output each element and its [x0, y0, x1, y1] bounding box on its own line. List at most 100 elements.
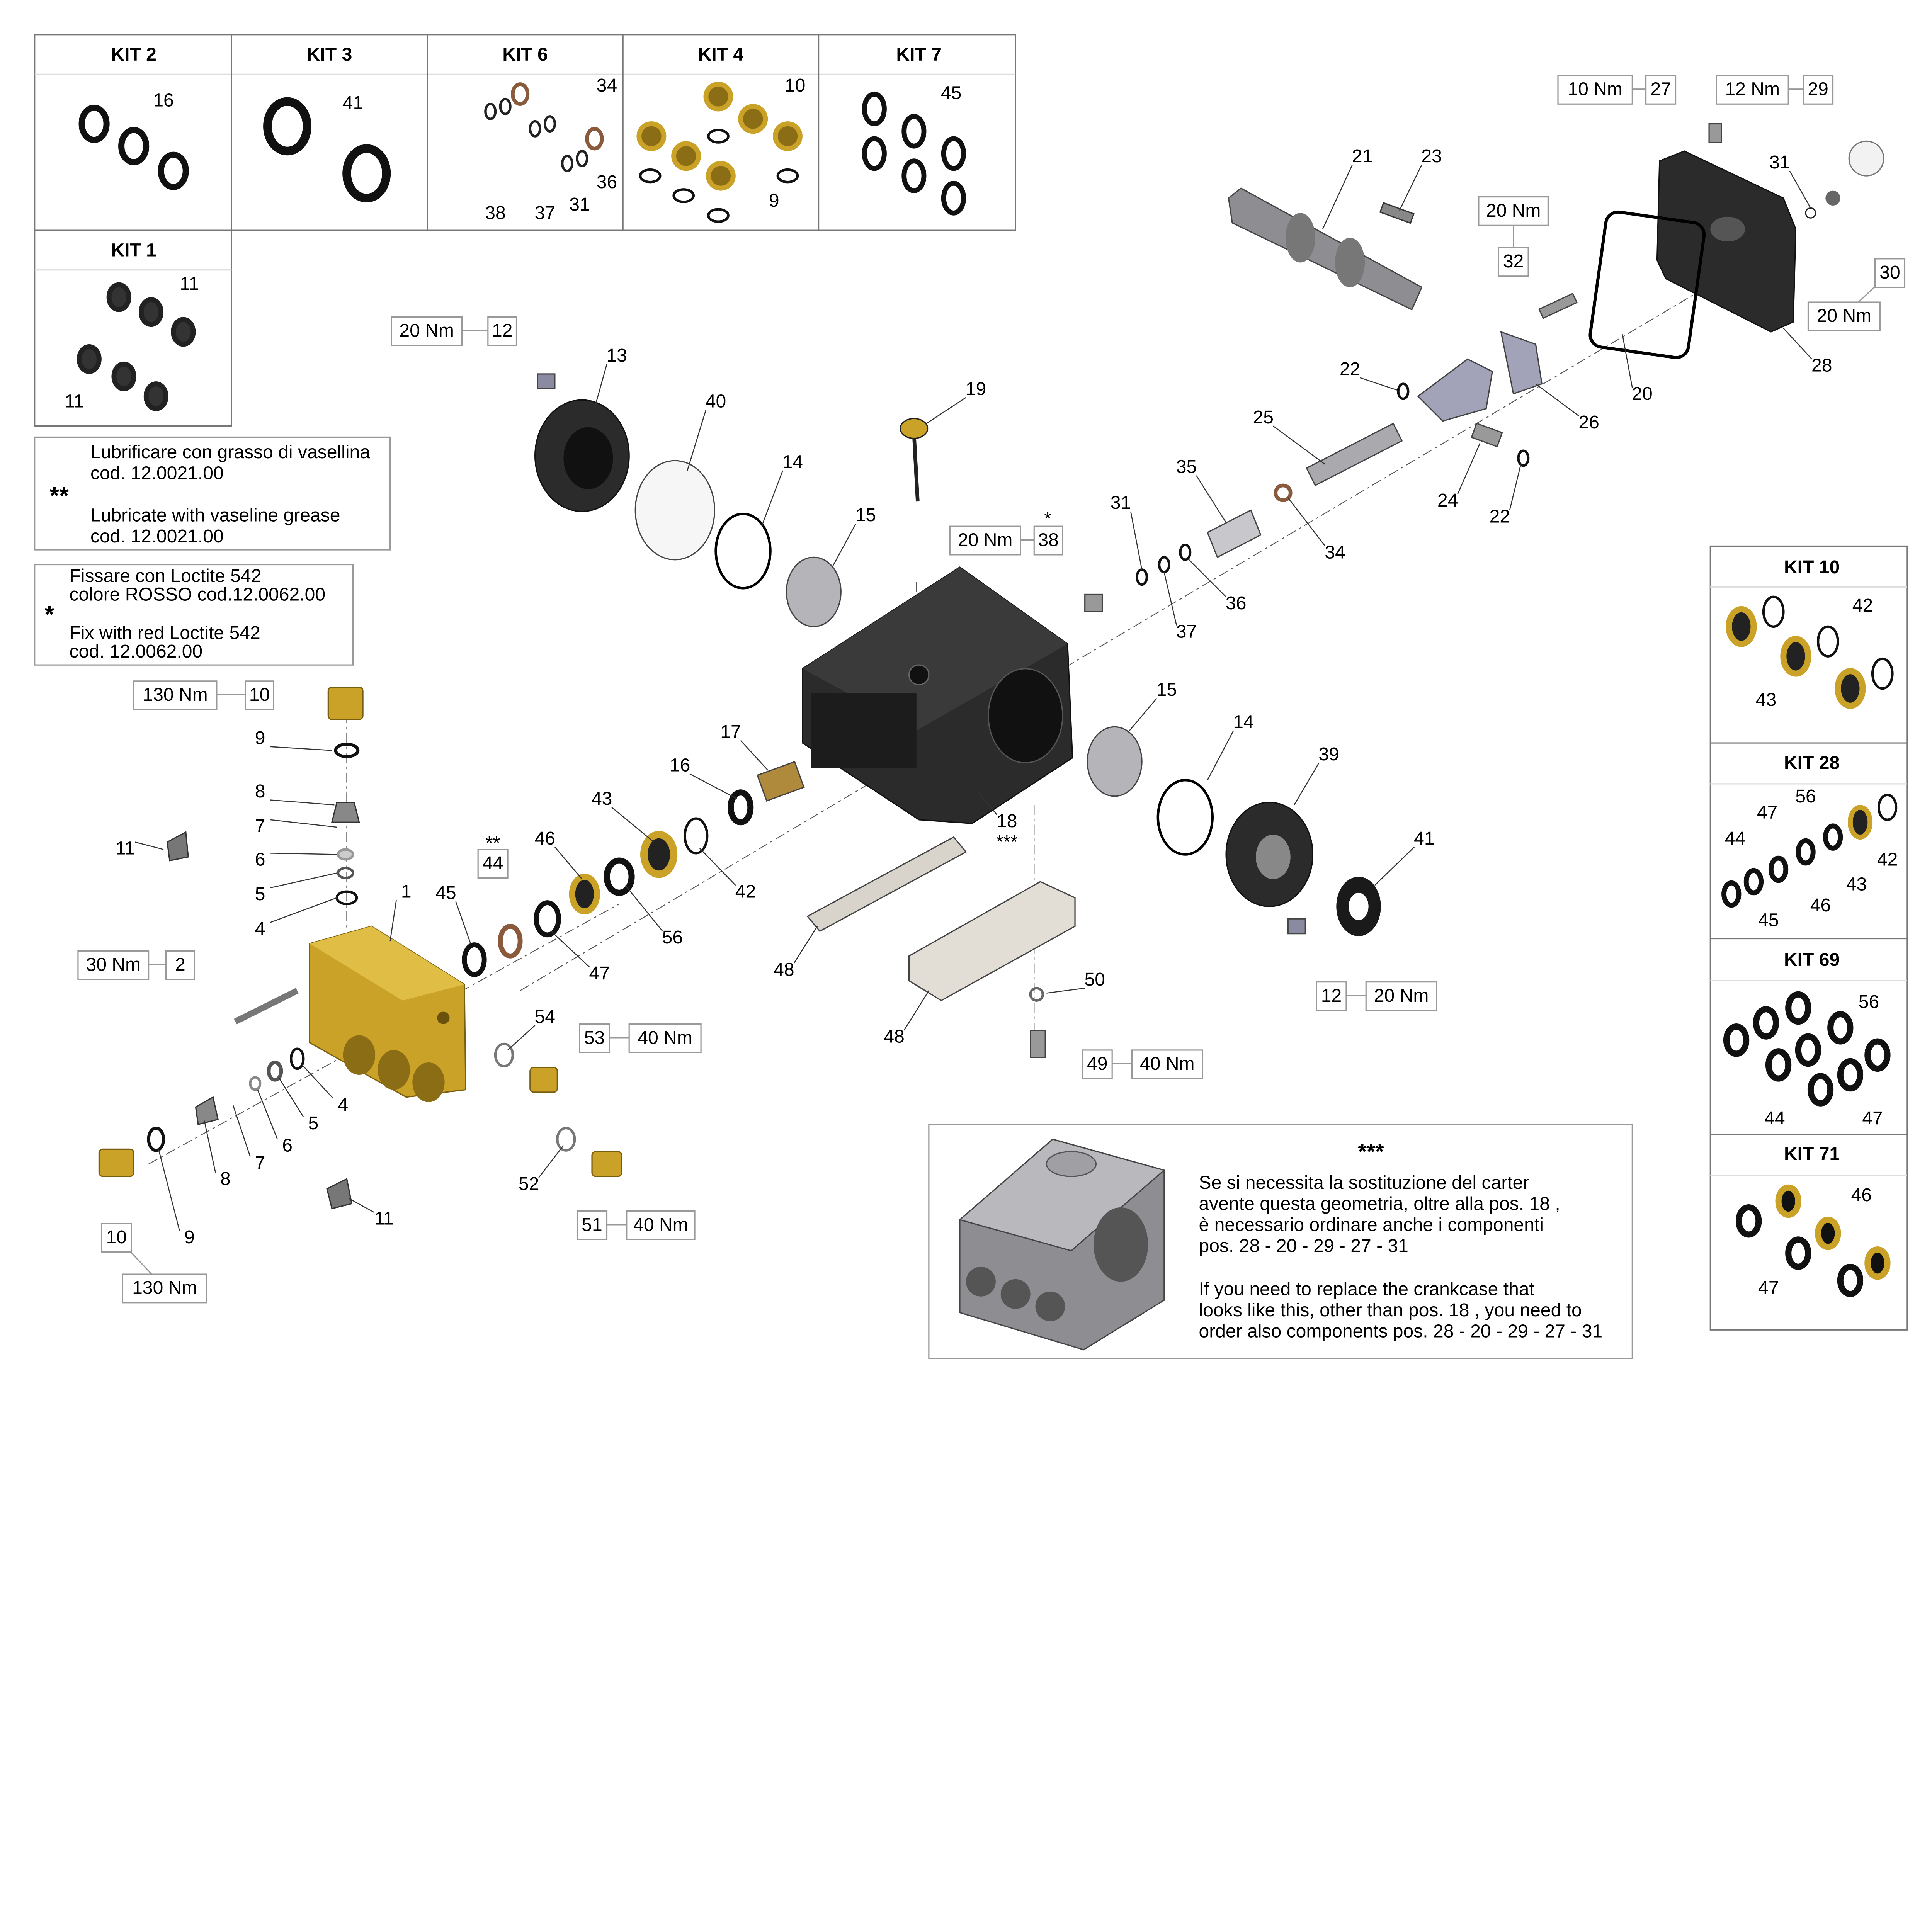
part-number: 2	[175, 954, 185, 975]
part-number: 44	[483, 853, 503, 874]
seal-ring	[1827, 1011, 1854, 1045]
leader-line	[257, 1090, 278, 1140]
seal-ring	[1823, 823, 1843, 851]
callout-number: 21	[1352, 146, 1372, 167]
seal-ring	[1397, 382, 1410, 400]
callout-number: 45	[435, 882, 456, 903]
seal-ring	[143, 381, 168, 411]
seal-ring	[1785, 1236, 1811, 1270]
leader-line	[793, 926, 818, 964]
seal-ring	[106, 282, 131, 312]
seal-ring	[862, 136, 887, 171]
kit-part-number: 44	[1764, 1108, 1785, 1129]
kit-part-number: 9	[769, 190, 779, 211]
kit-title: KIT 10	[1784, 557, 1840, 578]
leader-line	[594, 364, 607, 409]
note-line: order also components pos. 28 - 20 - 29 …	[1199, 1321, 1603, 1342]
seal-ring	[772, 121, 803, 151]
exploded-parts-diagram: ** Lubrificare con grasso di vasellina c…	[34, 34, 1908, 1359]
torque-value: 40 Nm	[638, 1027, 692, 1048]
callout-number: 25	[1253, 407, 1273, 428]
part-number: 10	[249, 684, 270, 705]
leader-line	[1273, 425, 1326, 465]
kit-part-number: 45	[941, 82, 961, 103]
leader-line	[1789, 170, 1811, 209]
seal-ring	[1780, 636, 1811, 677]
kit-part-number: 43	[1846, 874, 1867, 894]
callout-number: 40	[706, 391, 726, 411]
leader-line	[389, 900, 397, 942]
callout-number: 22	[1340, 359, 1360, 379]
seal-ring	[776, 168, 799, 184]
seal-ring	[1795, 1033, 1821, 1067]
seal-ring	[1837, 1263, 1864, 1297]
part-number: 30	[1879, 262, 1900, 283]
callout-number: 26	[1578, 412, 1599, 433]
note-line: cod. 12.0062.00	[69, 641, 202, 662]
leader-line	[1399, 164, 1422, 211]
seal-ring	[1726, 606, 1757, 647]
leader-line	[507, 1025, 536, 1050]
note-symbol: **	[49, 481, 69, 509]
seal-ring	[534, 900, 561, 938]
kit-part-number: 42	[1877, 849, 1898, 870]
kit-title: KIT 4	[698, 44, 744, 65]
seal-ring	[1517, 449, 1530, 467]
seal-ring	[941, 180, 966, 216]
callout-number: 42	[735, 881, 756, 902]
seal-ring	[706, 161, 736, 191]
leader-line	[1374, 846, 1415, 886]
seal-ring	[1864, 1038, 1891, 1072]
seal-ring	[1723, 1023, 1750, 1057]
leader-line	[761, 470, 783, 527]
torque-value: 40 Nm	[1140, 1053, 1195, 1074]
seal-ring	[1179, 544, 1192, 561]
callout-number: 24	[1437, 490, 1458, 511]
callout-number: 31	[1769, 152, 1790, 173]
seal-ring	[1848, 805, 1873, 840]
seal-ring	[499, 98, 512, 116]
part-crankshaft	[1228, 187, 1423, 311]
leader-line	[699, 848, 736, 886]
seal-ring	[138, 297, 164, 327]
callout-number: *	[1044, 508, 1051, 529]
torque-value: 10 Nm	[1568, 79, 1622, 100]
seal-ring	[342, 144, 391, 203]
seal-ring	[1815, 1217, 1841, 1250]
leader-line	[349, 1198, 374, 1213]
part-number: 27	[1650, 79, 1671, 100]
note-line: Lubrificare con grasso di vasellina	[90, 442, 370, 462]
callout-number: 8	[220, 1168, 231, 1189]
part-plunger-guide	[1206, 422, 1403, 558]
part-number: 32	[1503, 251, 1524, 272]
leader-line	[1163, 572, 1177, 626]
seal-ring	[941, 136, 966, 171]
seal-ring	[111, 361, 136, 391]
callout-number: 47	[589, 963, 610, 984]
leader-line	[1622, 334, 1633, 388]
kit-title: KIT 28	[1784, 752, 1840, 773]
kit-title: KIT 7	[896, 44, 942, 65]
note-line: avente questa geometria, oltre alla pos.…	[1199, 1193, 1560, 1214]
seal-ring	[484, 103, 497, 120]
seal-ring	[672, 188, 695, 203]
leader-line	[278, 1077, 304, 1117]
seal-ring	[263, 97, 312, 156]
leader-line	[270, 799, 335, 806]
callout-number: 48	[884, 1026, 904, 1047]
callout-number: 52	[519, 1173, 539, 1194]
seal-ring	[728, 789, 754, 826]
note-line: looks like this, other than pos. 18 , yo…	[1199, 1300, 1582, 1321]
callout-number: 50	[1085, 969, 1105, 990]
note-grease: ** Lubrificare con grasso di vasellina c…	[34, 436, 391, 551]
torque-value: 20 Nm	[399, 320, 454, 341]
callout-number: 20	[1632, 383, 1652, 404]
callout-number: 14	[782, 451, 803, 472]
leader-line	[158, 1149, 180, 1231]
part-rear-cover	[1656, 123, 1884, 333]
callout-number: 23	[1421, 146, 1442, 167]
